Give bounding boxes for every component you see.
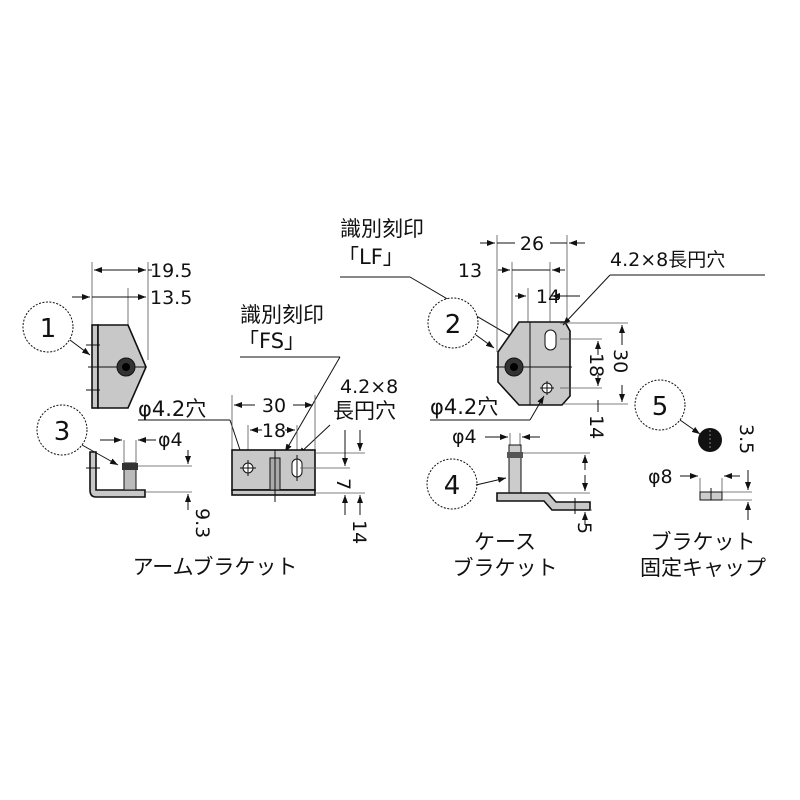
label: 5 bbox=[652, 392, 669, 422]
mark-label-lf: 識別刻印 bbox=[340, 217, 424, 241]
dim-9-3: 9.3 bbox=[191, 508, 213, 538]
callout-3: 3 bbox=[36, 404, 119, 466]
label: 1 bbox=[40, 314, 57, 344]
dim-18: 18 bbox=[262, 420, 286, 442]
dim-phi4-case: φ4 bbox=[452, 426, 477, 448]
caption-arm-bracket: アームブラケット bbox=[133, 555, 298, 579]
dim-19-5: 19.5 bbox=[150, 260, 192, 282]
dim-14-arm: 14 bbox=[348, 520, 370, 544]
hole-label-arm: φ4.2穴 bbox=[138, 397, 206, 421]
hole-label-case: φ4.2穴 bbox=[430, 395, 498, 419]
part-5-cap: φ8 3.5 bbox=[648, 424, 757, 520]
dim-30-case: 30 bbox=[609, 349, 631, 373]
dim-26: 26 bbox=[520, 233, 544, 255]
dim-18-case: 18 bbox=[585, 353, 607, 377]
label: 4 bbox=[444, 471, 461, 501]
label: 3 bbox=[54, 417, 71, 447]
dim-7: 7 bbox=[332, 478, 354, 490]
dim-5: 5 bbox=[573, 522, 595, 534]
caption-case-2: ブラケット bbox=[453, 556, 558, 580]
dim-phi4: φ4 bbox=[158, 429, 183, 451]
slot-label-case: 4.2×8長円穴 bbox=[610, 249, 725, 271]
dim-14-top: 14 bbox=[536, 286, 560, 308]
dim-3-5: 3.5 bbox=[735, 424, 757, 454]
caption-case-1: ケース bbox=[474, 530, 536, 554]
arm-bracket-front: 識別刻印 「FS」 φ4.2穴 4.2×8 長円穴 30 18 7 bbox=[138, 303, 398, 544]
label: 2 bbox=[445, 310, 462, 340]
callout-5: 5 bbox=[634, 379, 701, 435]
mark-label-fs: 識別刻印 bbox=[240, 303, 324, 327]
part-3-arm-bracket-side: φ4 9.3 bbox=[86, 429, 213, 538]
dim-30: 30 bbox=[262, 395, 286, 417]
caption-cap-1: ブラケット bbox=[651, 530, 756, 554]
slot-label-arm-1: 4.2×8 bbox=[340, 376, 398, 398]
part-2-case-bracket: 識別刻印 「LF」 26 13 14 4.2×8長円穴 φ4.2穴 bbox=[338, 217, 765, 439]
part-4-case-bracket-side: φ4 5 bbox=[452, 426, 595, 534]
dim-13-5: 13.5 bbox=[150, 287, 192, 309]
dim-14-case: 14 bbox=[585, 415, 607, 439]
slot-label-arm-2: 長円穴 bbox=[333, 399, 396, 423]
callout-4: 4 bbox=[426, 458, 507, 510]
mark-code-fs: 「FS」 bbox=[238, 329, 305, 353]
caption-cap-2: 固定キャップ bbox=[640, 556, 766, 580]
mark-code-lf: 「LF」 bbox=[338, 245, 404, 269]
part-1-arm-bracket-top: 19.5 13.5 bbox=[72, 260, 192, 409]
dim-phi8: φ8 bbox=[648, 466, 673, 488]
callout-2: 2 bbox=[427, 297, 495, 349]
callout-1: 1 bbox=[22, 301, 91, 356]
dim-13: 13 bbox=[458, 260, 482, 282]
